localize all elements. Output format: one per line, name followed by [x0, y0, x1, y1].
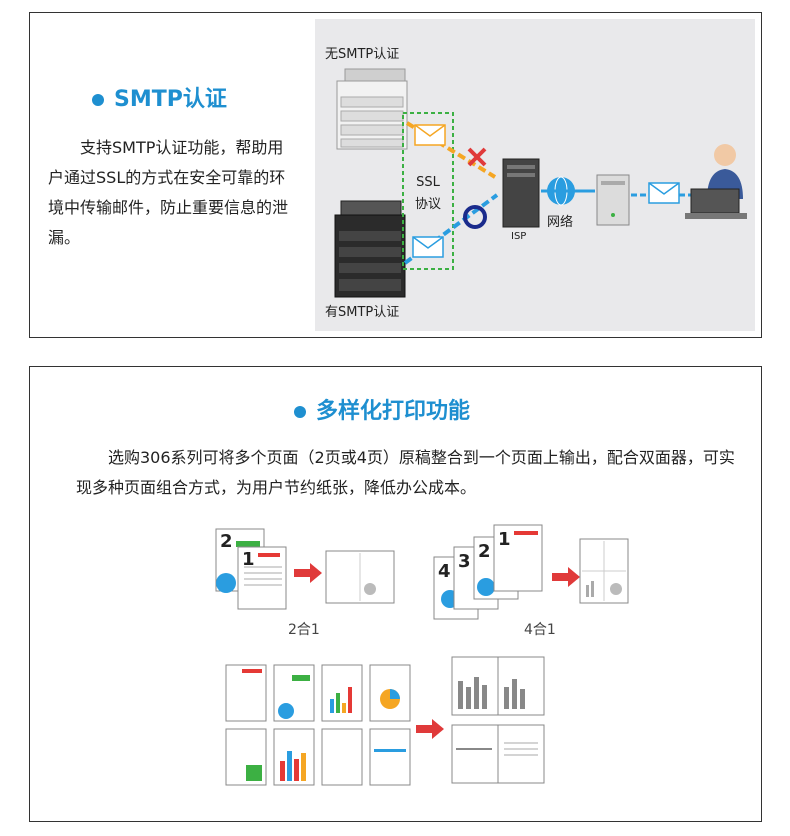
protocol-label: 协议 [414, 197, 441, 212]
user-icon [714, 144, 736, 166]
bullet-icon [92, 94, 104, 106]
caption-2in1: 2合1 [288, 622, 320, 638]
smtp-diagram: 无SMTP认证 有SMTP认证 [315, 19, 755, 331]
print-diagram [215, 524, 629, 786]
smtp-title: SMTP认证 [114, 87, 227, 112]
bullet-icon [294, 406, 306, 418]
print-title: 多样化打印功能 [316, 399, 471, 424]
smtp-heading: SMTP认证 [92, 81, 227, 113]
page-number-2: 2 [220, 531, 233, 552]
printer-without-icon [336, 68, 408, 150]
print-heading: 多样化打印功能 [294, 393, 470, 425]
caption-4in1: 4合1 [524, 622, 556, 638]
page-number-2b: 2 [478, 541, 491, 562]
ok-circle-icon [463, 205, 487, 229]
printer-with-icon [334, 200, 406, 298]
eight-pages-grid [225, 656, 545, 786]
four-in-one-diagram [433, 524, 629, 620]
print-description: 选购306系列可将多个页面（2页或4页）原稿整合到一个页面上输出，配合双面器，可… [76, 448, 735, 497]
two-in-one-diagram [215, 528, 395, 610]
page-number-3: 3 [458, 551, 471, 572]
label-with-smtp: 有SMTP认证 [325, 305, 400, 320]
label-without-smtp: 无SMTP认证 [325, 47, 400, 62]
page-number-4: 4 [438, 561, 451, 582]
isp-label: ISP [511, 231, 527, 242]
page-number-1: 1 [242, 549, 255, 570]
print-section: 多样化打印功能 选购306系列可将多个页面（2页或4页）原稿整合到一个页面上输出… [29, 366, 762, 822]
smtp-diagram-graphic [334, 68, 747, 298]
isp-server-icon [502, 158, 540, 228]
network-label: 网络 [547, 215, 574, 230]
ssl-label: SSL [416, 175, 440, 190]
ssl-box [402, 112, 454, 270]
page-number-1b: 1 [498, 529, 511, 550]
smtp-description: 支持SMTP认证功能，帮助用户通过SSL的方式在安全可靠的环境中传输邮件，防止重… [48, 138, 289, 247]
